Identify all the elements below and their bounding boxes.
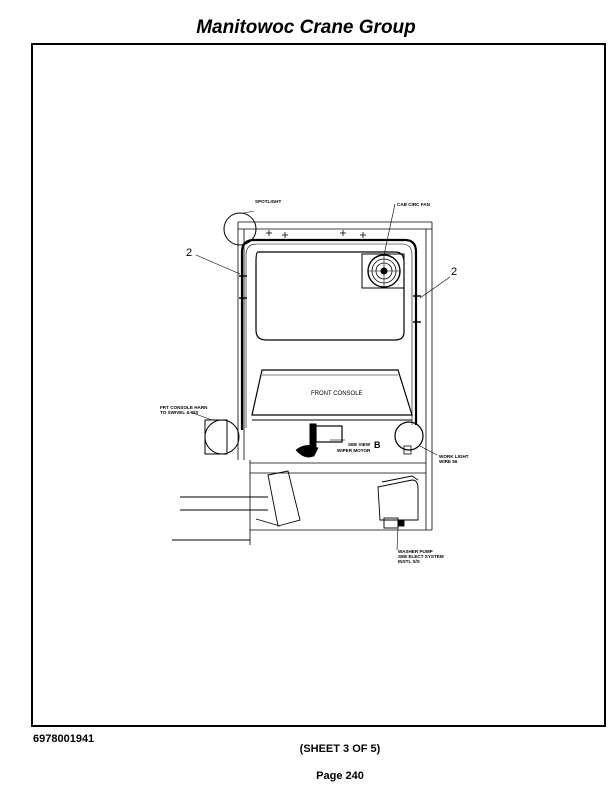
page-number: Page 240	[316, 770, 364, 782]
washer-pump-label: WASHER PUMP	[398, 549, 433, 554]
lower-cab-parts	[172, 470, 419, 541]
work-light-bubble	[394, 421, 424, 451]
sheet-indicator: (SHEET 3 OF 5)	[299, 743, 381, 755]
document-number: 6978001941	[33, 733, 95, 745]
wire-harness	[240, 238, 418, 430]
cab-outline	[237, 221, 433, 545]
spotlight-bubble	[223, 212, 257, 246]
wiper-motor	[295, 423, 345, 458]
ref-number-right: 2	[451, 266, 457, 278]
front-console	[251, 369, 413, 421]
washer-pump-label-2: SEE ELECT SYSTEM	[398, 554, 444, 559]
cab-fan	[361, 253, 405, 289]
frt-console-harn-label: FRT CONSOLE HARN	[160, 405, 208, 410]
cab-fan-label: CAB CIRC FAN	[397, 202, 431, 207]
see-view-label: SEE VIEW	[348, 442, 371, 447]
leader-lines	[189, 203, 451, 551]
front-console-label: FRONT CONSOLE	[311, 391, 363, 397]
wiper-motor-label: WIPER MOTOR	[337, 448, 371, 453]
windshield	[255, 251, 405, 341]
spotlight-label: SPOTLIGHT	[255, 199, 281, 204]
view-letter-label: B	[374, 440, 381, 450]
frt-console-harn-label-2: TO SWIVEL & S/S	[160, 410, 198, 415]
work-light-label: WORK LIGHT	[439, 454, 469, 459]
frt-console-harness-bubble	[204, 419, 240, 455]
drawing-frame	[31, 43, 606, 727]
ref-number-left: 2	[186, 247, 192, 259]
page-title: Manitowoc Crane Group	[196, 17, 416, 38]
roof-marks	[266, 230, 366, 238]
washer-pump-label-3: INSTL S/S	[398, 559, 420, 564]
harness-clamps	[239, 275, 421, 323]
work-light-label-2: WIRE 56	[439, 459, 458, 464]
